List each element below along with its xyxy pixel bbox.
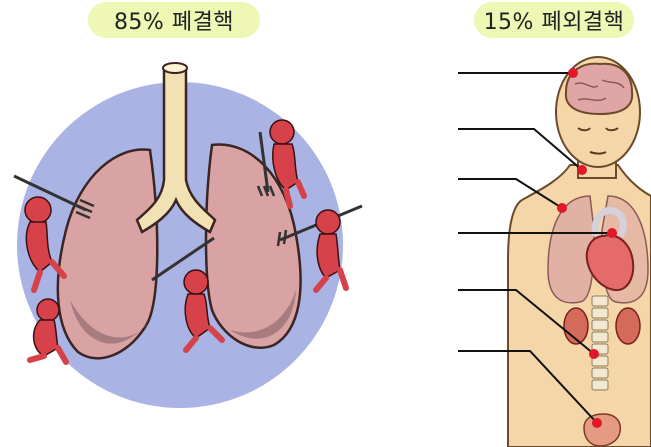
trachea-top [163,63,187,73]
marker-brain [568,68,578,78]
marker-heart [607,228,617,238]
marker-lung [557,203,567,213]
marker-spine [589,349,599,359]
bladder [584,414,620,446]
marker-lymph-node [577,165,587,175]
marker-bladder [592,418,602,428]
lungs-illustration [14,63,362,408]
right-kidney [616,308,640,344]
body-illustration [458,57,651,447]
